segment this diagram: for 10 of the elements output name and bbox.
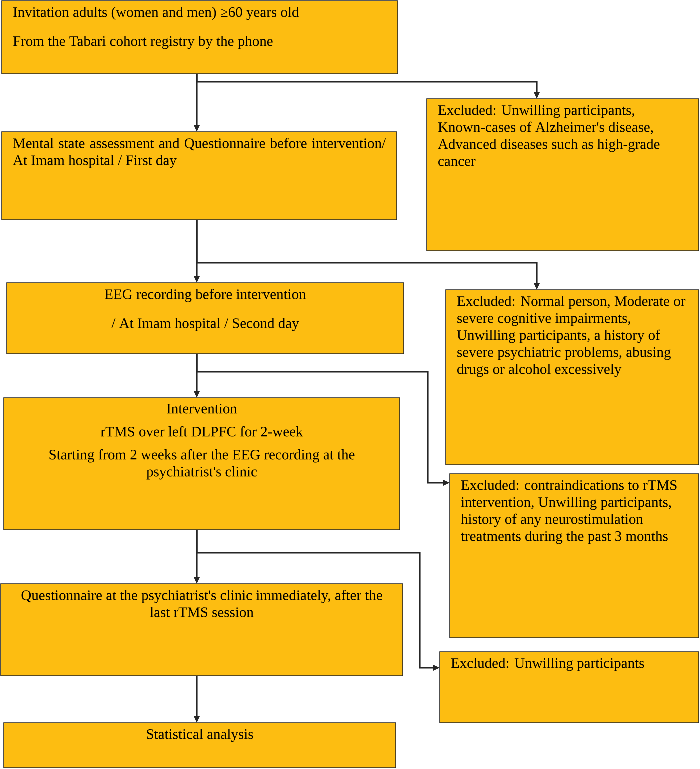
process-box: Excluded: Normal person, Moderate or severe cognitive impairments, Unwilling participants, a history of severe psychiatric problems, abusing drugs or alcohol excessively [446,290,700,466]
process-box: Excluded: contraindications to rTMS intervention, Unwilling participants, history of any neurostimulation treatments during the past 3 months [450,474,700,638]
process-box: EEG recording before intervention / At Imam hospital / Second day [6,282,404,354]
process-box: Questionnaire at the psychiatrist's clinic immediately, after the last rTMS session [0,584,404,676]
process-box: Statistical analysis [4,722,396,768]
process-box: Mental state assessment and Questionnaire before intervention/ At Imam hospital / First day [2,132,398,220]
process-box: Excluded: Unwilling participants [440,652,700,724]
process-box: Invitation adults (women and men) ≥60 years old From the Tabari cohort registry by the phone [2,0,398,74]
process-box: Intervention rTMS over left DLPFC for 2-week Starting from 2 weeks after the EEG recording at the psychiatrist's clinic [4,398,400,530]
process-box: Excluded: Unwilling participants, Known-cases of Alzheimer's disease, Advanced diseases such as high-grade cancer [426,98,700,252]
